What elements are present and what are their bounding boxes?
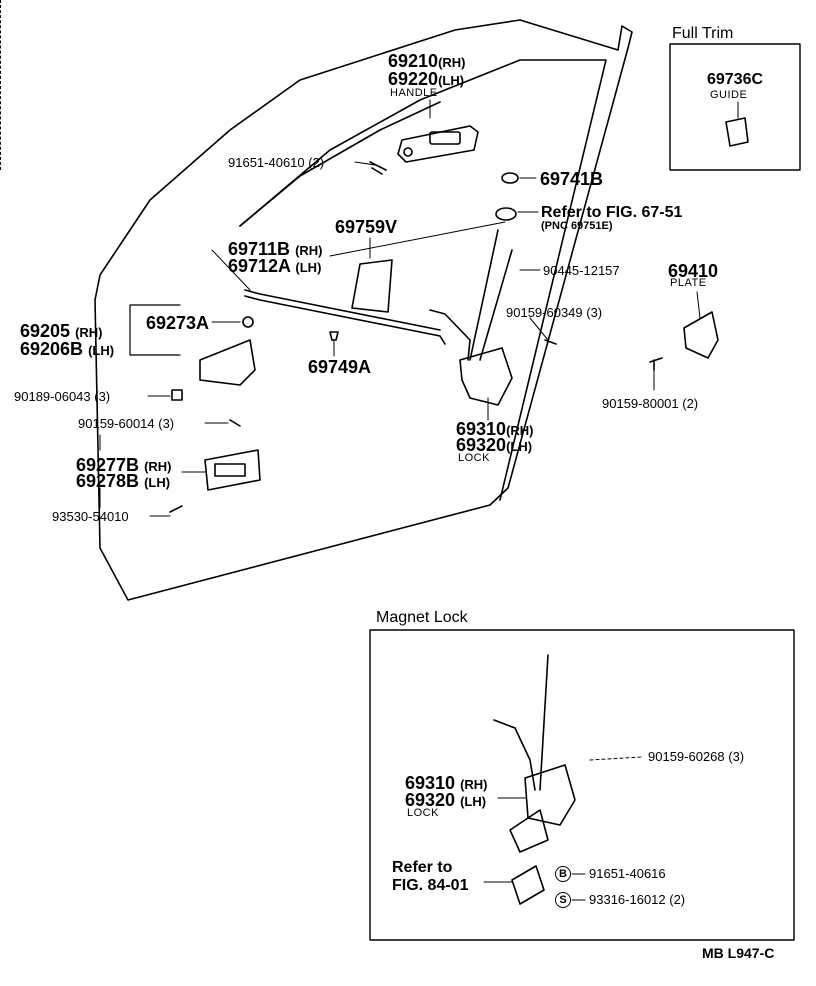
leader-rod (211, 221, 506, 291)
label-90159-80001: 90159-80001 (2) (602, 396, 699, 411)
leader-bracket-inner (129, 304, 181, 356)
label-handle-name: HANDLE (390, 87, 438, 99)
magnet-lock-rod (539, 654, 549, 791)
leader-90159-60349 (529, 317, 549, 341)
outside-handle-part (397, 125, 479, 163)
magnet-lock-solenoid (511, 865, 545, 905)
label-90159-60014: 90159-60014 (3) (78, 416, 175, 431)
door-inner-frame-2 (239, 101, 441, 227)
full-trim-part-name: GUIDE (710, 89, 748, 101)
clip-69273a (242, 316, 254, 328)
plate-69410 (683, 311, 719, 359)
label-69759v: 69759V (335, 217, 398, 237)
magnet-lock-body (524, 764, 576, 826)
magnet-lock-b-part: 91651-40616 (589, 866, 666, 881)
label-refer-pnc: (PNC 69751E) (541, 220, 613, 232)
screw-90159-60014 (229, 419, 241, 427)
door-outline (94, 19, 633, 601)
magnet-lock-box (369, 629, 795, 941)
magnet-lock-leader-screw (589, 756, 643, 761)
full-trim-guide (725, 117, 749, 147)
label-handle-lh: 69220(LH) (388, 69, 465, 89)
label-90159-60349: 90159-60349 (3) (506, 305, 603, 320)
magnet-lock-lh: 69320 (LH) (405, 790, 487, 810)
rod-69711b-2 (244, 289, 441, 331)
lock-assembly-main (459, 347, 513, 406)
diagram-code: MB L947-C (702, 945, 775, 961)
magnet-lock-arm (493, 719, 536, 791)
rod-69711b (244, 295, 446, 345)
handle-screw-part (369, 161, 387, 175)
magnet-lock-refer-2: FIG. 84-01 (392, 877, 469, 894)
magnet-lock-screw: 90159-60268 (3) (648, 749, 745, 764)
screw-90159-60349 (544, 339, 557, 345)
lock-assembly-arm (429, 309, 471, 361)
label-rod-lh: 69712A (LH) (228, 256, 322, 276)
magnet-lock-rh: 69310 (RH) (405, 773, 488, 793)
label-93530: 93530-54010 (52, 509, 129, 524)
magnet-lock-name: LOCK (407, 807, 439, 819)
full-trim-part-number: 69736C (707, 71, 764, 88)
rod-90445 (469, 229, 513, 361)
refer-part (495, 207, 517, 221)
label-69749a: 69749A (308, 357, 372, 377)
label-bezel-lh: 69278B (LH) (76, 471, 171, 491)
inner-handle-69205 (199, 339, 256, 386)
clip-69749a (329, 331, 339, 341)
label-refer-fig: Refer to FIG. 67-51 (541, 204, 683, 221)
label-69741b: 69741B (540, 169, 604, 189)
label-lock-lh: 69320(LH) (456, 435, 533, 455)
label-plate: PLATE (670, 277, 707, 289)
full-trim-title: Full Trim (672, 25, 734, 42)
magnet-lock-bracket (509, 809, 549, 853)
label-lock-name: LOCK (458, 452, 490, 464)
label-lock-rh: 69310(RH) (456, 419, 534, 439)
label-90445: 90445-12157 (543, 263, 620, 278)
pad-69759v (351, 259, 393, 313)
bezel-69277b (204, 449, 261, 491)
full-trim-box (669, 43, 801, 171)
leader-handle-screw (354, 161, 376, 166)
label-69273a: 69273A (146, 313, 210, 333)
magnet-lock-s-part: 93316-16012 (2) (589, 892, 686, 907)
s-marker-icon: S (555, 892, 571, 908)
screw-93530 (169, 505, 183, 513)
label-69410: 69410 (668, 261, 719, 281)
left-dashed-edge (0, 0, 2, 170)
magnet-lock-refer-1: Refer to (392, 859, 453, 876)
label-inner-rh: 69205 (RH) (20, 321, 103, 341)
label-inner-lh: 69206B (LH) (20, 339, 115, 359)
cap-69741b (501, 172, 519, 184)
label-rod-rh: 69711B (RH) (228, 239, 323, 259)
b-marker-icon: B (555, 866, 571, 882)
label-handle-rh: 69210(RH) (388, 51, 466, 71)
leader-69410 (696, 291, 701, 319)
label-90189: 90189-06043 (3) (14, 389, 111, 404)
magnet-lock-title: Magnet Lock (376, 609, 468, 626)
nut-90189 (171, 389, 183, 401)
label-handle-screw: 91651-40610 (2) (228, 155, 325, 170)
screw-90159-80001 (649, 357, 663, 371)
label-bezel-rh: 69277B (RH) (76, 455, 172, 475)
door-inner-frame (239, 59, 607, 501)
